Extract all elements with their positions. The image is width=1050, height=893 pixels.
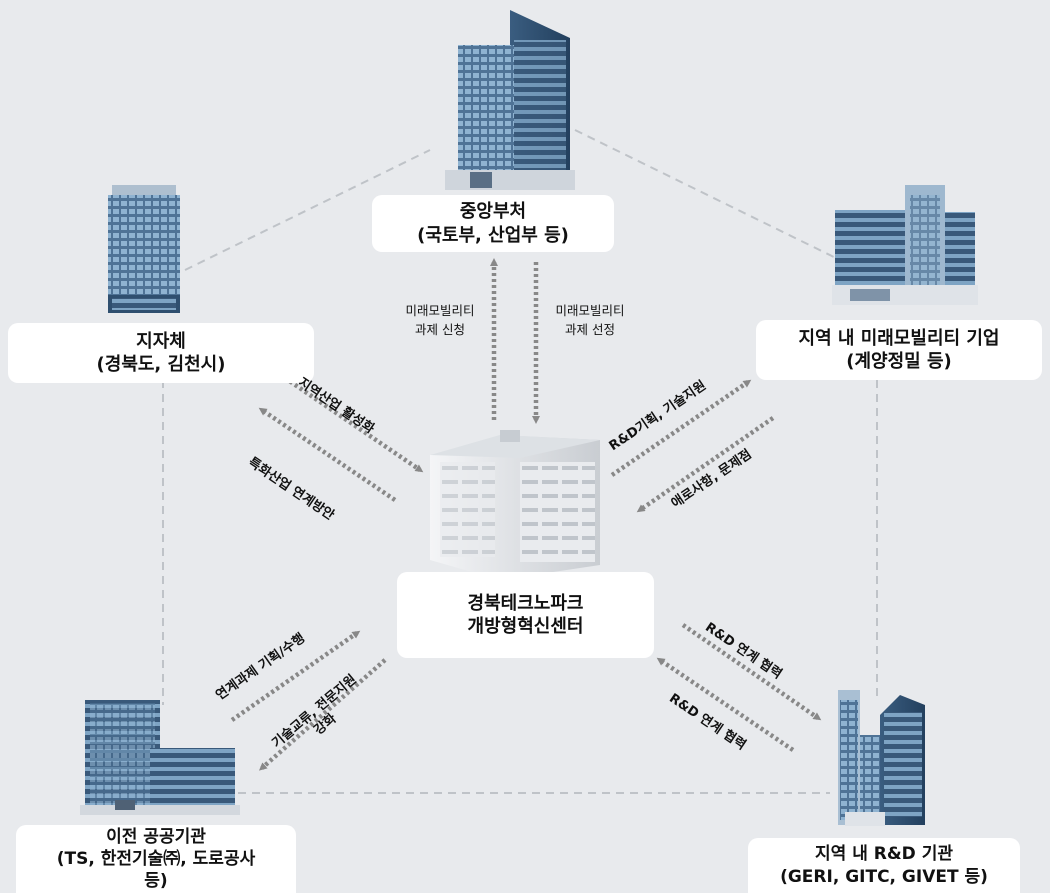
edge-label-select: 미래모빌리티 과제 선정	[540, 302, 640, 340]
node-regional-companies-subtitle: (계양정밀 등)	[846, 351, 952, 372]
node-local-government-subtitle: (경북도, 김천시)	[96, 354, 226, 375]
network-frame	[162, 129, 878, 794]
edge-label-select-line2: 과제 선정	[565, 321, 615, 337]
arrow-joint-task	[230, 630, 361, 722]
arrow-rnd-coop-2	[656, 657, 795, 752]
regional-rnd-building-icon	[838, 690, 925, 826]
node-public-institutions-subtitle: (TS, 한전기술㈜, 도로공사	[56, 848, 256, 869]
arrow-rnd-coop-1	[681, 623, 822, 721]
edge-label-apply-line1: 미래모빌리티	[405, 303, 475, 318]
arrow-difficulties	[636, 416, 775, 513]
node-regional-rnd-subtitle: (GERI, GITC, GIVET 등)	[780, 866, 988, 887]
node-regional-rnd: 지역 내 R&D 기관 (GERI, GITC, GIVET 등)	[748, 838, 1020, 893]
arrow-linkage-plan	[258, 407, 397, 502]
central-ministry-building-icon	[445, 10, 575, 190]
node-central-ministry: 중앙부처 (국토부, 산업부 등)	[372, 195, 614, 252]
node-central-ministry-subtitle: (국토부, 산업부 등)	[417, 224, 569, 246]
edge-label-apply-line2: 과제 신청	[415, 321, 465, 337]
technopark-building-icon	[430, 430, 600, 580]
node-regional-companies: 지역 내 미래모빌리티 기업 (계양정밀 등)	[756, 320, 1042, 380]
regional-companies-building-icon	[832, 185, 978, 305]
node-technopark-subtitle: 개방형혁신센터	[467, 616, 584, 637]
node-technopark-title: 경북테크노파크	[467, 592, 584, 614]
node-public-institutions: 이전 공공기관 (TS, 한전기술㈜, 도로공사 등)	[16, 825, 296, 893]
public-institutions-building-icon	[80, 700, 240, 815]
node-local-government-title: 지자체	[136, 330, 186, 352]
edge-label-apply: 미래모빌리티 과제 신청	[390, 302, 490, 340]
node-public-institutions-subtitle-cont: 등)	[144, 871, 168, 892]
node-regional-companies-title: 지역 내 미래모빌리티 기업	[798, 327, 1000, 349]
node-local-government: 지자체 (경북도, 김천시)	[8, 323, 314, 383]
node-regional-rnd-title: 지역 내 R&D 기관	[815, 844, 953, 865]
node-technopark-center: 경북테크노파크 개방형혁신센터	[397, 572, 654, 658]
node-public-institutions-title: 이전 공공기관	[106, 826, 206, 847]
node-central-ministry-title: 중앙부처	[459, 201, 527, 223]
flow-arrows	[230, 258, 822, 771]
edge-label-select-line1: 미래모빌리티	[555, 303, 625, 318]
local-government-building-icon	[108, 185, 180, 313]
